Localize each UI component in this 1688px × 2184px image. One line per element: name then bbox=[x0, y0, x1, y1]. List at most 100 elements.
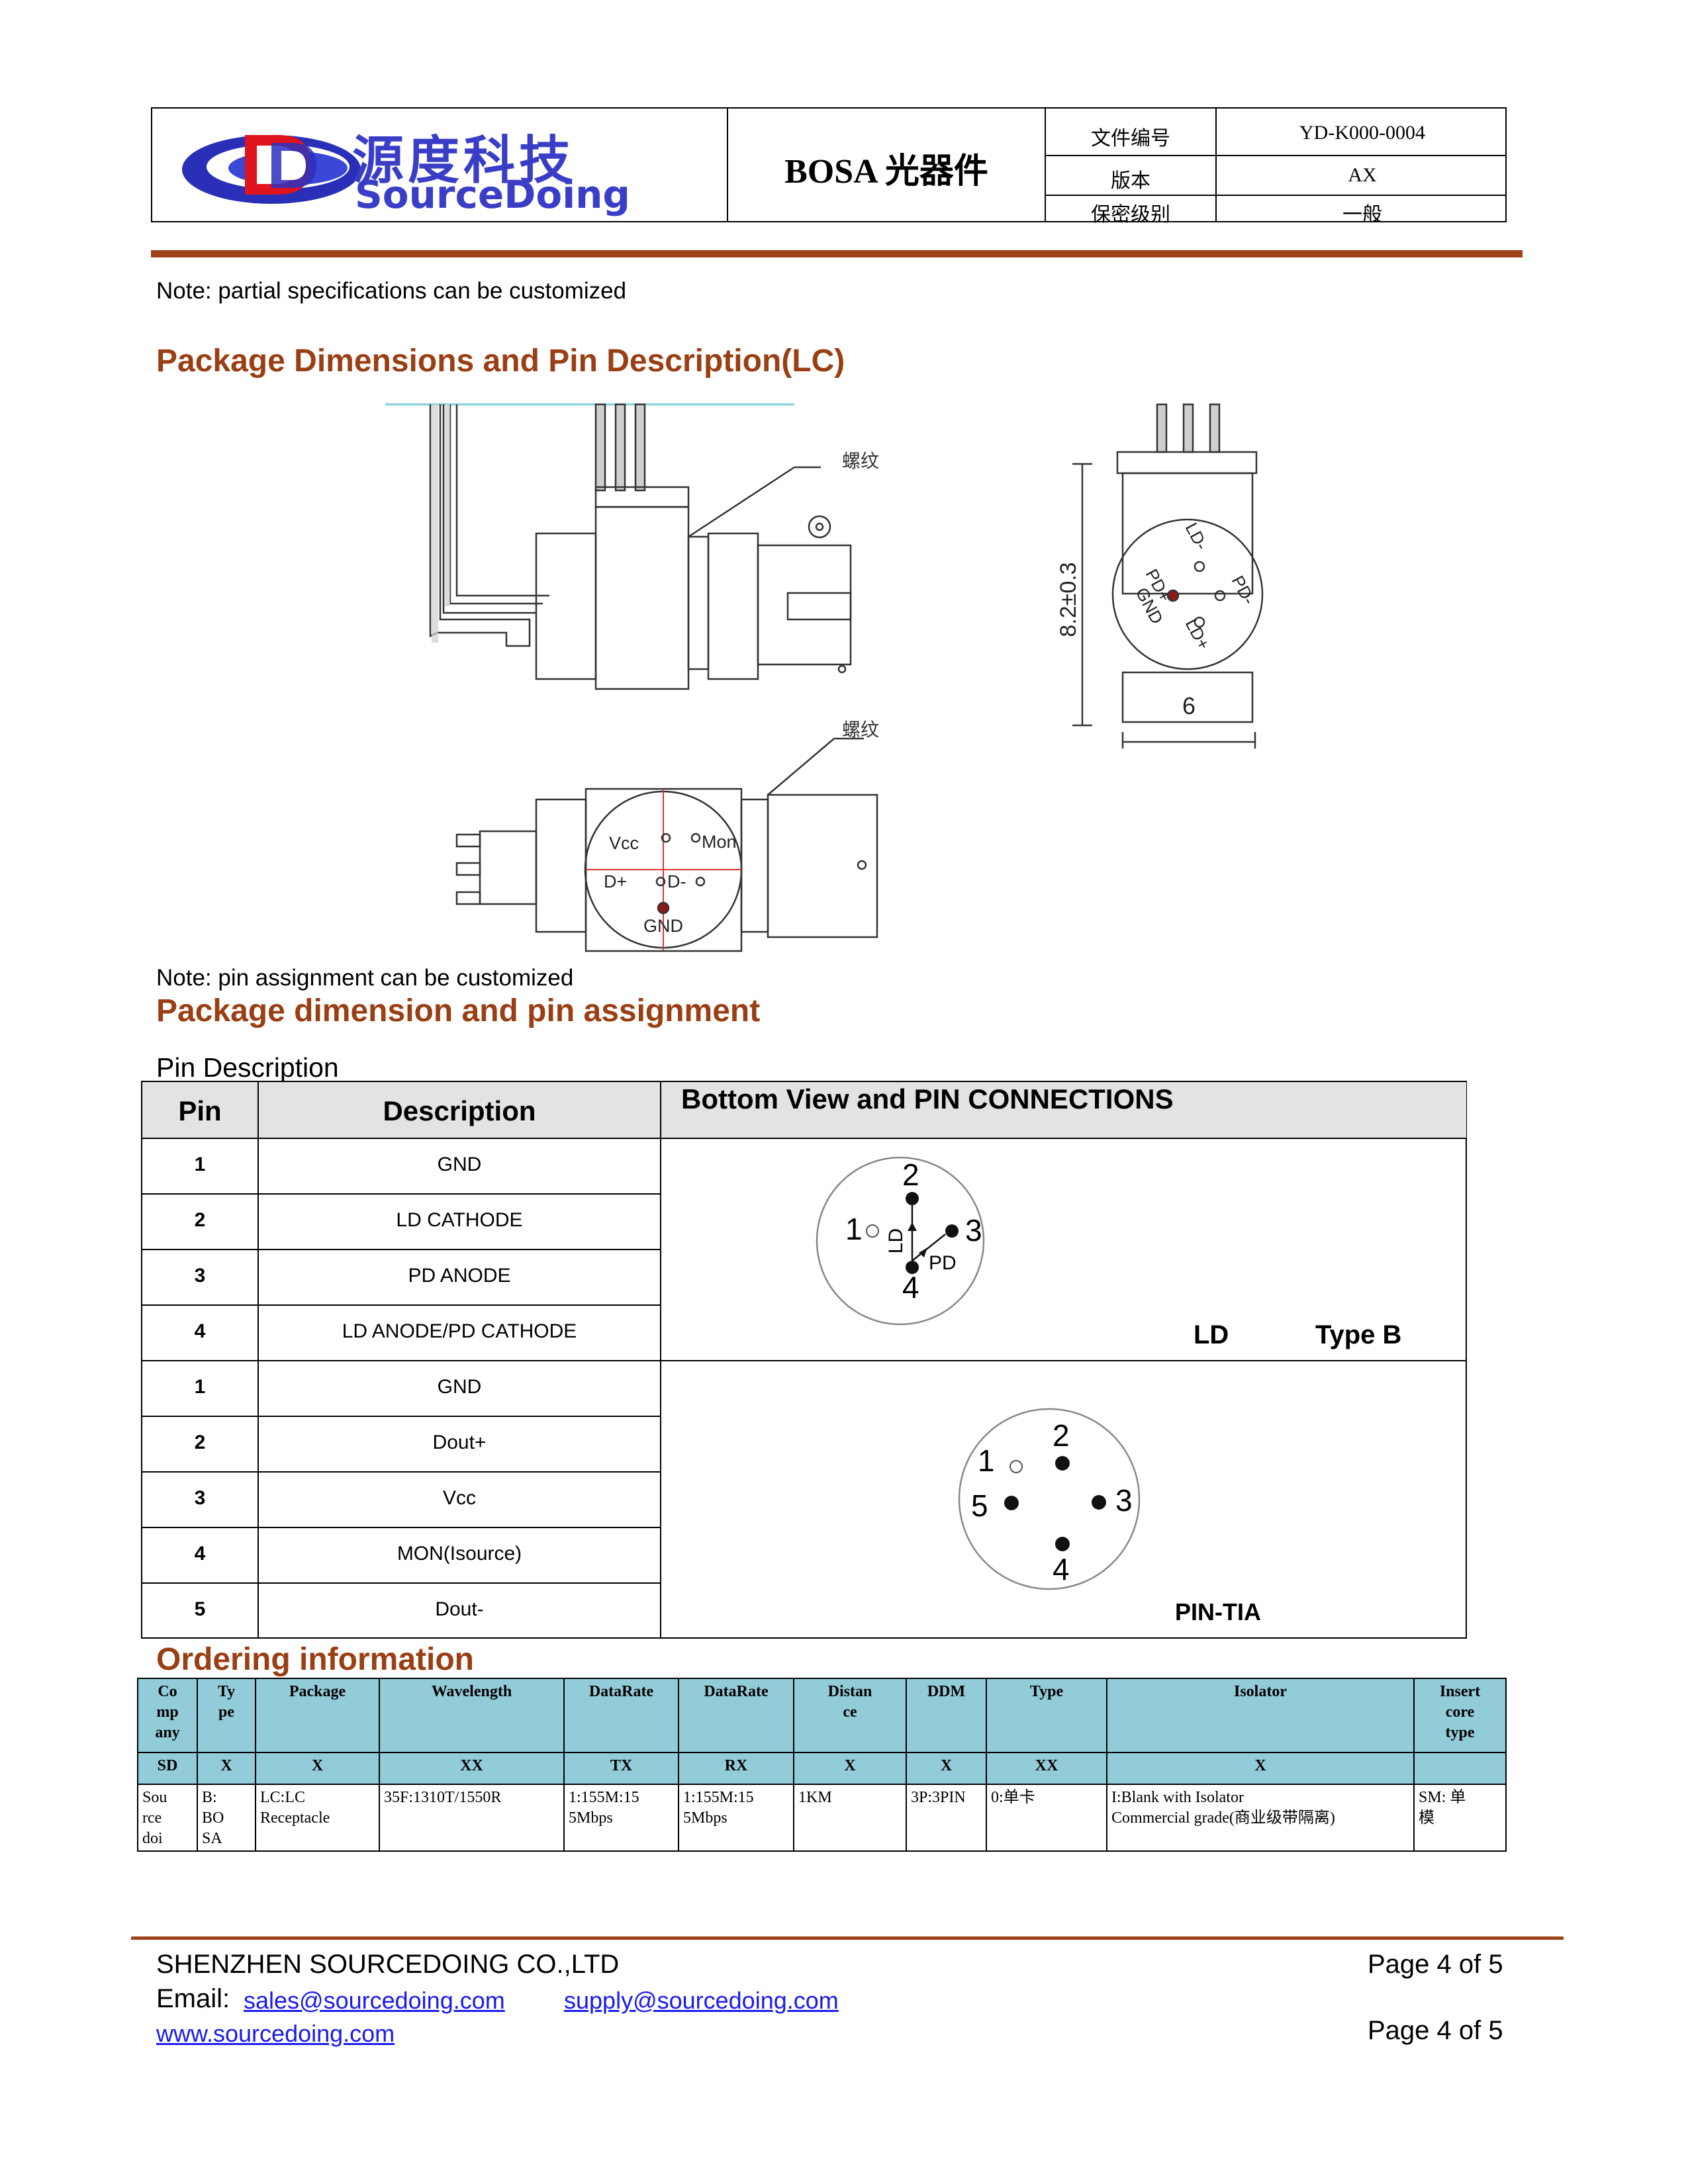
pin-row-2-pin: 2 bbox=[194, 1209, 206, 1231]
pin-row-4-pin: 4 bbox=[194, 1320, 206, 1342]
company-name-en: SourceDoing bbox=[355, 172, 630, 217]
bottom-pin-d-minus: D- bbox=[667, 872, 686, 891]
company-name-cn: 源度科技 bbox=[352, 131, 575, 191]
order-header-6: Distan ce bbox=[827, 1683, 872, 1721]
order-value-2: LC:LC Receptacle bbox=[260, 1789, 330, 1827]
order-header-1: Ty pe bbox=[217, 1683, 236, 1721]
tia-pin-number-4: 4 bbox=[1053, 1552, 1070, 1586]
bottom-pin-vcc: Vcc bbox=[609, 833, 639, 853]
company-logo: 源度科技 SourceDoing bbox=[179, 116, 715, 217]
order-code-3: XX bbox=[460, 1757, 483, 1774]
doc-number-label: 文件编号 bbox=[1091, 128, 1170, 150]
header-pin: Pin bbox=[178, 1095, 222, 1126]
section-title-pin-assignment: Package dimension and pin assignment bbox=[156, 993, 761, 1028]
website-link[interactable]: www.sourcedoing.com bbox=[156, 2020, 395, 2047]
bottom-pin-mon: Mon bbox=[702, 832, 737, 852]
side-pin-ld-plus: LD+ bbox=[1182, 615, 1214, 653]
thread-label-top: 螺纹 bbox=[842, 450, 879, 472]
pin-row-1-pin: 1 bbox=[194, 1154, 206, 1175]
email-link-supply[interactable]: supply@sourcedoing.com bbox=[564, 1987, 839, 2014]
pin-description-label: Pin Description bbox=[156, 1052, 339, 1083]
doc-number-value: YD-K000-0004 bbox=[1299, 122, 1425, 144]
tia-pin-number-5: 5 bbox=[971, 1488, 988, 1523]
document-header: 源度科技 SourceDoing BOSA 光器件 文件编号 YD-K000-0… bbox=[151, 107, 1507, 226]
logo-mark-icon bbox=[182, 135, 361, 204]
order-value-3: 35F:1310T/1550R bbox=[384, 1789, 502, 1806]
footer-page-top: Page 4 of 5 bbox=[1368, 1950, 1503, 1979]
order-code-2: X bbox=[311, 1757, 324, 1774]
ld-pin-diagram: 1 2 3 4 LD PD bbox=[816, 1156, 985, 1326]
order-header-9: Isolator bbox=[1234, 1683, 1287, 1700]
order-header-8: Type bbox=[1029, 1683, 1064, 1700]
footer-company: SHENZHEN SOURCEDOING CO.,LTD bbox=[156, 1950, 620, 1979]
order-value-8: 0:单卡 bbox=[991, 1789, 1035, 1806]
order-code-9: X bbox=[1254, 1757, 1266, 1774]
order-value-10: SM: 单 模 bbox=[1419, 1789, 1466, 1827]
tia-row-4-desc: MON(Isource) bbox=[397, 1543, 522, 1565]
pin-tia-diagram: 1 2 3 4 5 bbox=[958, 1408, 1141, 1590]
section-title-ordering: Ordering information bbox=[156, 1642, 474, 1677]
document-title: BOSA 光器件 bbox=[784, 153, 988, 191]
order-header-7: DDM bbox=[927, 1683, 966, 1700]
order-value-0: Sou rce doi bbox=[142, 1789, 167, 1847]
order-code-4: TX bbox=[610, 1757, 633, 1774]
order-code-8: XX bbox=[1035, 1757, 1058, 1774]
confidentiality-label: 保密级别 bbox=[1091, 204, 1170, 226]
header-rule bbox=[151, 250, 1523, 257]
order-code-5: RX bbox=[724, 1757, 748, 1774]
order-header-0: Co mp any bbox=[155, 1683, 180, 1741]
tia-row-2-desc: Dout+ bbox=[432, 1432, 487, 1453]
footer-page-bottom: Page 4 of 5 bbox=[1368, 2016, 1503, 2045]
order-value-7: 3P:3PIN bbox=[911, 1789, 966, 1806]
note-customized-specs: Note: partial specifications can be cust… bbox=[156, 278, 627, 304]
tia-pin-number-1: 1 bbox=[978, 1443, 995, 1478]
footer-rule bbox=[131, 1936, 1564, 1940]
confidentiality-value: 一般 bbox=[1342, 204, 1382, 226]
order-header-3: Wavelength bbox=[431, 1683, 512, 1700]
order-code-10 bbox=[1415, 1753, 1505, 1784]
header-bottom-view: Bottom View and PIN CONNECTIONS bbox=[681, 1083, 1174, 1115]
section-title-package-dimensions: Package Dimensions and Pin Description(L… bbox=[156, 343, 845, 379]
tia-pin-number-3: 3 bbox=[1115, 1483, 1133, 1518]
email-link-sales[interactable]: sales@sourcedoing.com bbox=[244, 1987, 505, 2014]
tia-pin-number-2: 2 bbox=[1053, 1418, 1070, 1453]
ld-type-caption: Type B bbox=[1315, 1320, 1402, 1349]
version-label: 版本 bbox=[1111, 170, 1150, 192]
tia-row-3-pin: 3 bbox=[194, 1487, 206, 1509]
pin-row-3-pin: 3 bbox=[194, 1265, 206, 1287]
thread-label-bottom: 螺纹 bbox=[842, 719, 879, 741]
order-header-2: Package bbox=[289, 1683, 346, 1700]
package-dimension-drawing: 螺纹 螺纹 8.2±0.3 6 LD- PD- PD+ GND LD+ Vcc … bbox=[385, 403, 1264, 952]
order-code-0: SD bbox=[157, 1757, 178, 1774]
tia-row-2-pin: 2 bbox=[194, 1432, 206, 1453]
ld-pin-number-1: 1 bbox=[845, 1212, 863, 1246]
order-code-7: X bbox=[940, 1757, 953, 1774]
order-code-1: X bbox=[220, 1757, 232, 1774]
tia-row-4-pin: 4 bbox=[194, 1543, 206, 1565]
order-value-9: I:Blank with Isolator Commercial grade(商… bbox=[1111, 1789, 1335, 1827]
pin-row-4-desc: LD ANODE/PD CATHODE bbox=[342, 1320, 577, 1342]
header-description: Description bbox=[383, 1095, 536, 1126]
footer-email-label: Email: bbox=[156, 1984, 230, 2013]
pin-row-1-desc: GND bbox=[437, 1154, 482, 1175]
order-header-5: DataRate bbox=[704, 1683, 769, 1700]
pd-symbol-label: PD bbox=[929, 1252, 957, 1274]
order-value-5: 1:155M:15 5Mbps bbox=[683, 1789, 754, 1827]
order-value-6: 1KM bbox=[798, 1789, 832, 1806]
pin-description-table: Pin Description Bottom View and PIN CONN… bbox=[141, 1081, 1467, 1639]
dimension-height: 8.2±0.3 bbox=[1056, 562, 1081, 637]
tia-row-1-pin: 1 bbox=[194, 1376, 206, 1398]
version-value: AX bbox=[1348, 164, 1377, 186]
bottom-pin-gnd: GND bbox=[643, 916, 683, 936]
pin-row-2-desc: LD CATHODE bbox=[396, 1209, 523, 1231]
side-pin-ld-minus: LD- bbox=[1182, 520, 1212, 553]
order-code-6: X bbox=[844, 1757, 856, 1774]
tia-row-5-desc: Dout- bbox=[435, 1598, 484, 1620]
tia-row-3-desc: Vcc bbox=[442, 1487, 476, 1509]
tia-row-1-desc: GND bbox=[437, 1376, 482, 1398]
ld-pin-number-2: 2 bbox=[902, 1158, 919, 1192]
ld-pin-number-3: 3 bbox=[965, 1213, 982, 1248]
pin-tia-caption: PIN-TIA bbox=[1175, 1598, 1261, 1625]
order-header-10: Insert core type bbox=[1439, 1683, 1481, 1741]
